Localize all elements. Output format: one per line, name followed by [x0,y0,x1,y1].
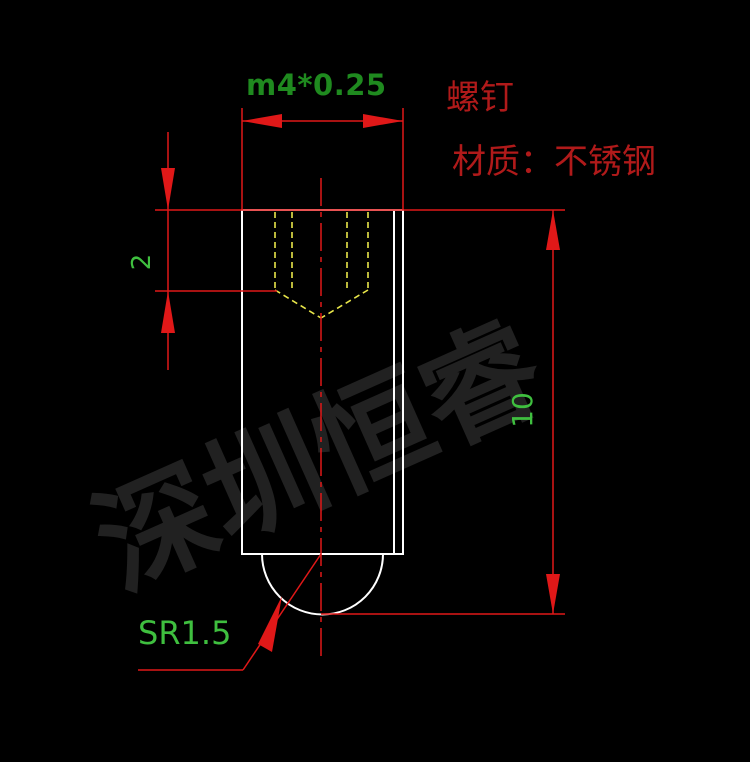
arrow-width-right [363,114,403,128]
material-line: 材质：不锈钢 [452,142,656,182]
arrow-width-left [242,114,282,128]
arrow-depth-top [161,168,175,210]
arrow-length-top [546,210,560,250]
watermark-text: 深圳恒睿 [75,297,563,615]
dim-thread-spec: m4*0.25 [246,68,387,102]
arrowheads [161,114,560,652]
dim-ball-radius: SR1.5 [138,614,231,652]
dim-hole-depth: 2 [127,254,157,271]
arrow-depth-bottom [161,291,175,333]
dim-total-length: 10 [506,392,539,428]
hidden-thread-lines [274,212,369,319]
arrow-length-bottom [546,574,560,614]
part-name: 螺钉 [446,78,514,118]
arrow-radius-leader [258,596,282,652]
